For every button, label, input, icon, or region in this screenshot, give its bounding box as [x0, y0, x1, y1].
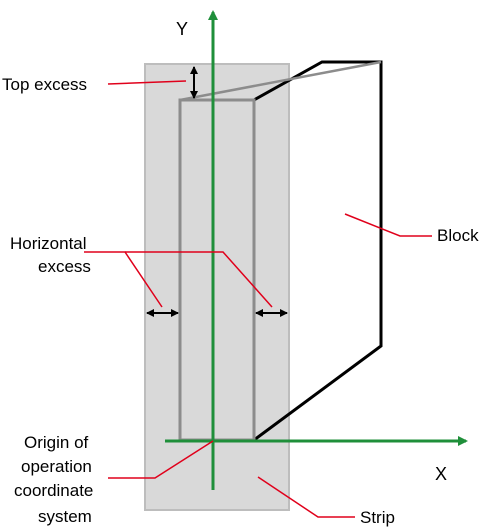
y-axis-label: Y: [176, 19, 188, 39]
strip: [144, 63, 290, 511]
horizontal-excess-leader-right: [125, 251, 273, 308]
origin-leader: [108, 440, 214, 479]
strip-label: Strip: [360, 508, 395, 527]
horizontal-excess-label-line1: Horizontal: [10, 234, 87, 253]
block-leader: [344, 213, 432, 237]
block-label: Block: [437, 226, 479, 245]
origin-label-line4: system: [38, 507, 92, 526]
top-excess-leader: [107, 80, 187, 85]
strip-leader: [257, 476, 355, 518]
origin-label-line2: operation: [21, 457, 92, 476]
origin-label-line3: coordinate: [14, 481, 93, 500]
x-axis-label: X: [435, 464, 447, 484]
horizontal-excess-label-line2: excess: [38, 257, 91, 276]
top-excess-label: Top excess: [2, 75, 87, 94]
origin-label-line1: Origin of: [24, 433, 89, 452]
